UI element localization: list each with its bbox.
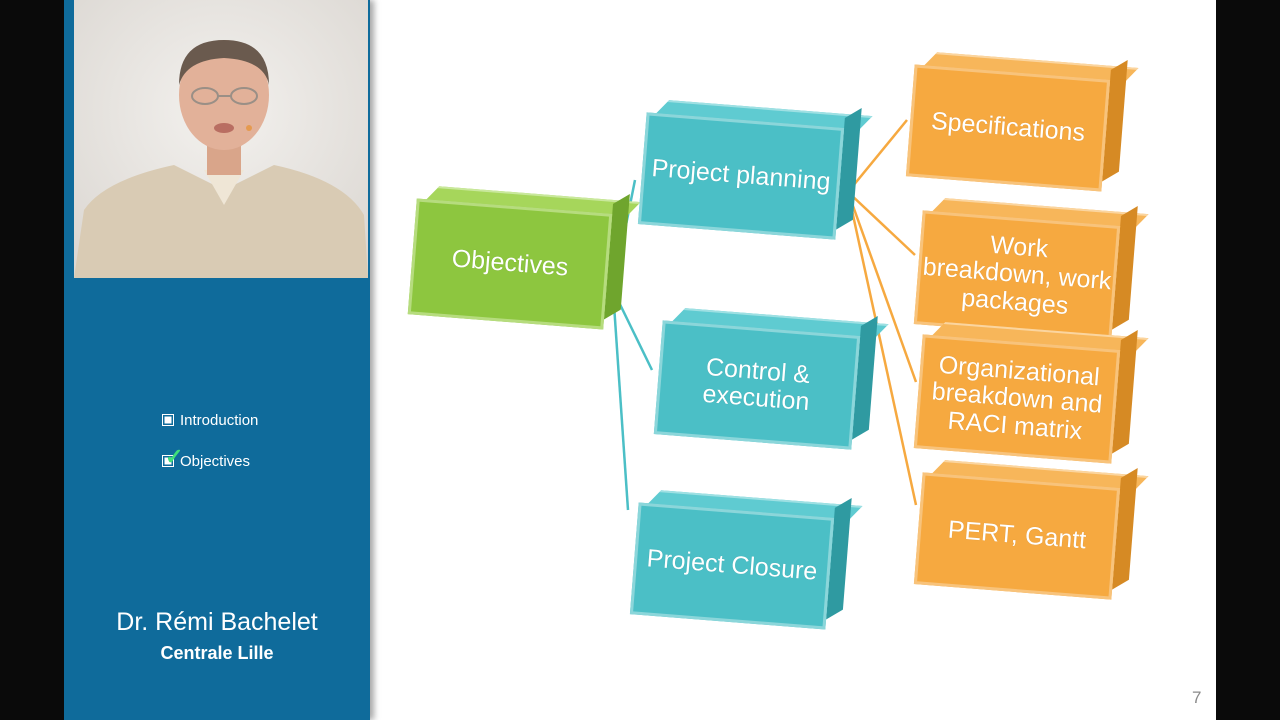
node-work-breakdown: Work breakdown, work packages — [913, 198, 1149, 340]
presenter-image — [74, 0, 368, 278]
slide: Introduction ✓Objectives Dr. Rémi Bachel… — [64, 0, 1216, 720]
node-organizational-breakdown: Organizational breakdown and RACI matrix — [913, 322, 1149, 464]
checkbox-icon — [162, 414, 174, 426]
presenter-video — [74, 0, 368, 278]
checked-checkbox-icon: ✓ — [162, 444, 183, 469]
hierarchy-diagram: Objectives Project planning Control & ex… — [370, 0, 1216, 720]
letterbox-left — [0, 0, 64, 720]
outline-label: Objectives — [180, 453, 251, 470]
node-control-execution: Control & execution — [653, 308, 889, 450]
connector-planning-pert — [846, 191, 918, 506]
node-project-planning: Project planning — [637, 100, 873, 240]
outline-item-introduction: Introduction — [162, 412, 258, 429]
sidebar: Introduction ✓Objectives Dr. Rémi Bachel… — [64, 0, 370, 720]
page-number: 7 — [1192, 688, 1202, 707]
connector-planning-obs — [846, 191, 918, 383]
node-objectives: Objectives — [407, 186, 641, 330]
node-label: Organizational breakdown and RACI matrix — [930, 350, 1104, 445]
node-specifications: Specifications — [905, 52, 1139, 192]
letterbox-right — [1216, 0, 1280, 720]
node-label: Work breakdown, work packages — [921, 230, 1113, 320]
presenter-institution: Centrale Lille — [160, 643, 274, 663]
node-label: Control & execution — [701, 352, 812, 417]
node-pert-gantt: PERT, Gantt — [913, 460, 1149, 600]
node-project-closure: Project Closure — [629, 490, 863, 630]
connector-objectives-closure — [611, 289, 630, 511]
outline-label: Introduction — [180, 412, 259, 429]
connector-planning-wbs — [847, 191, 916, 256]
outline-item-objectives: ✓Objectives — [162, 444, 251, 470]
presenter-name: Dr. Rémi Bachelet — [116, 608, 318, 636]
connector-planning-specifications — [847, 119, 908, 193]
